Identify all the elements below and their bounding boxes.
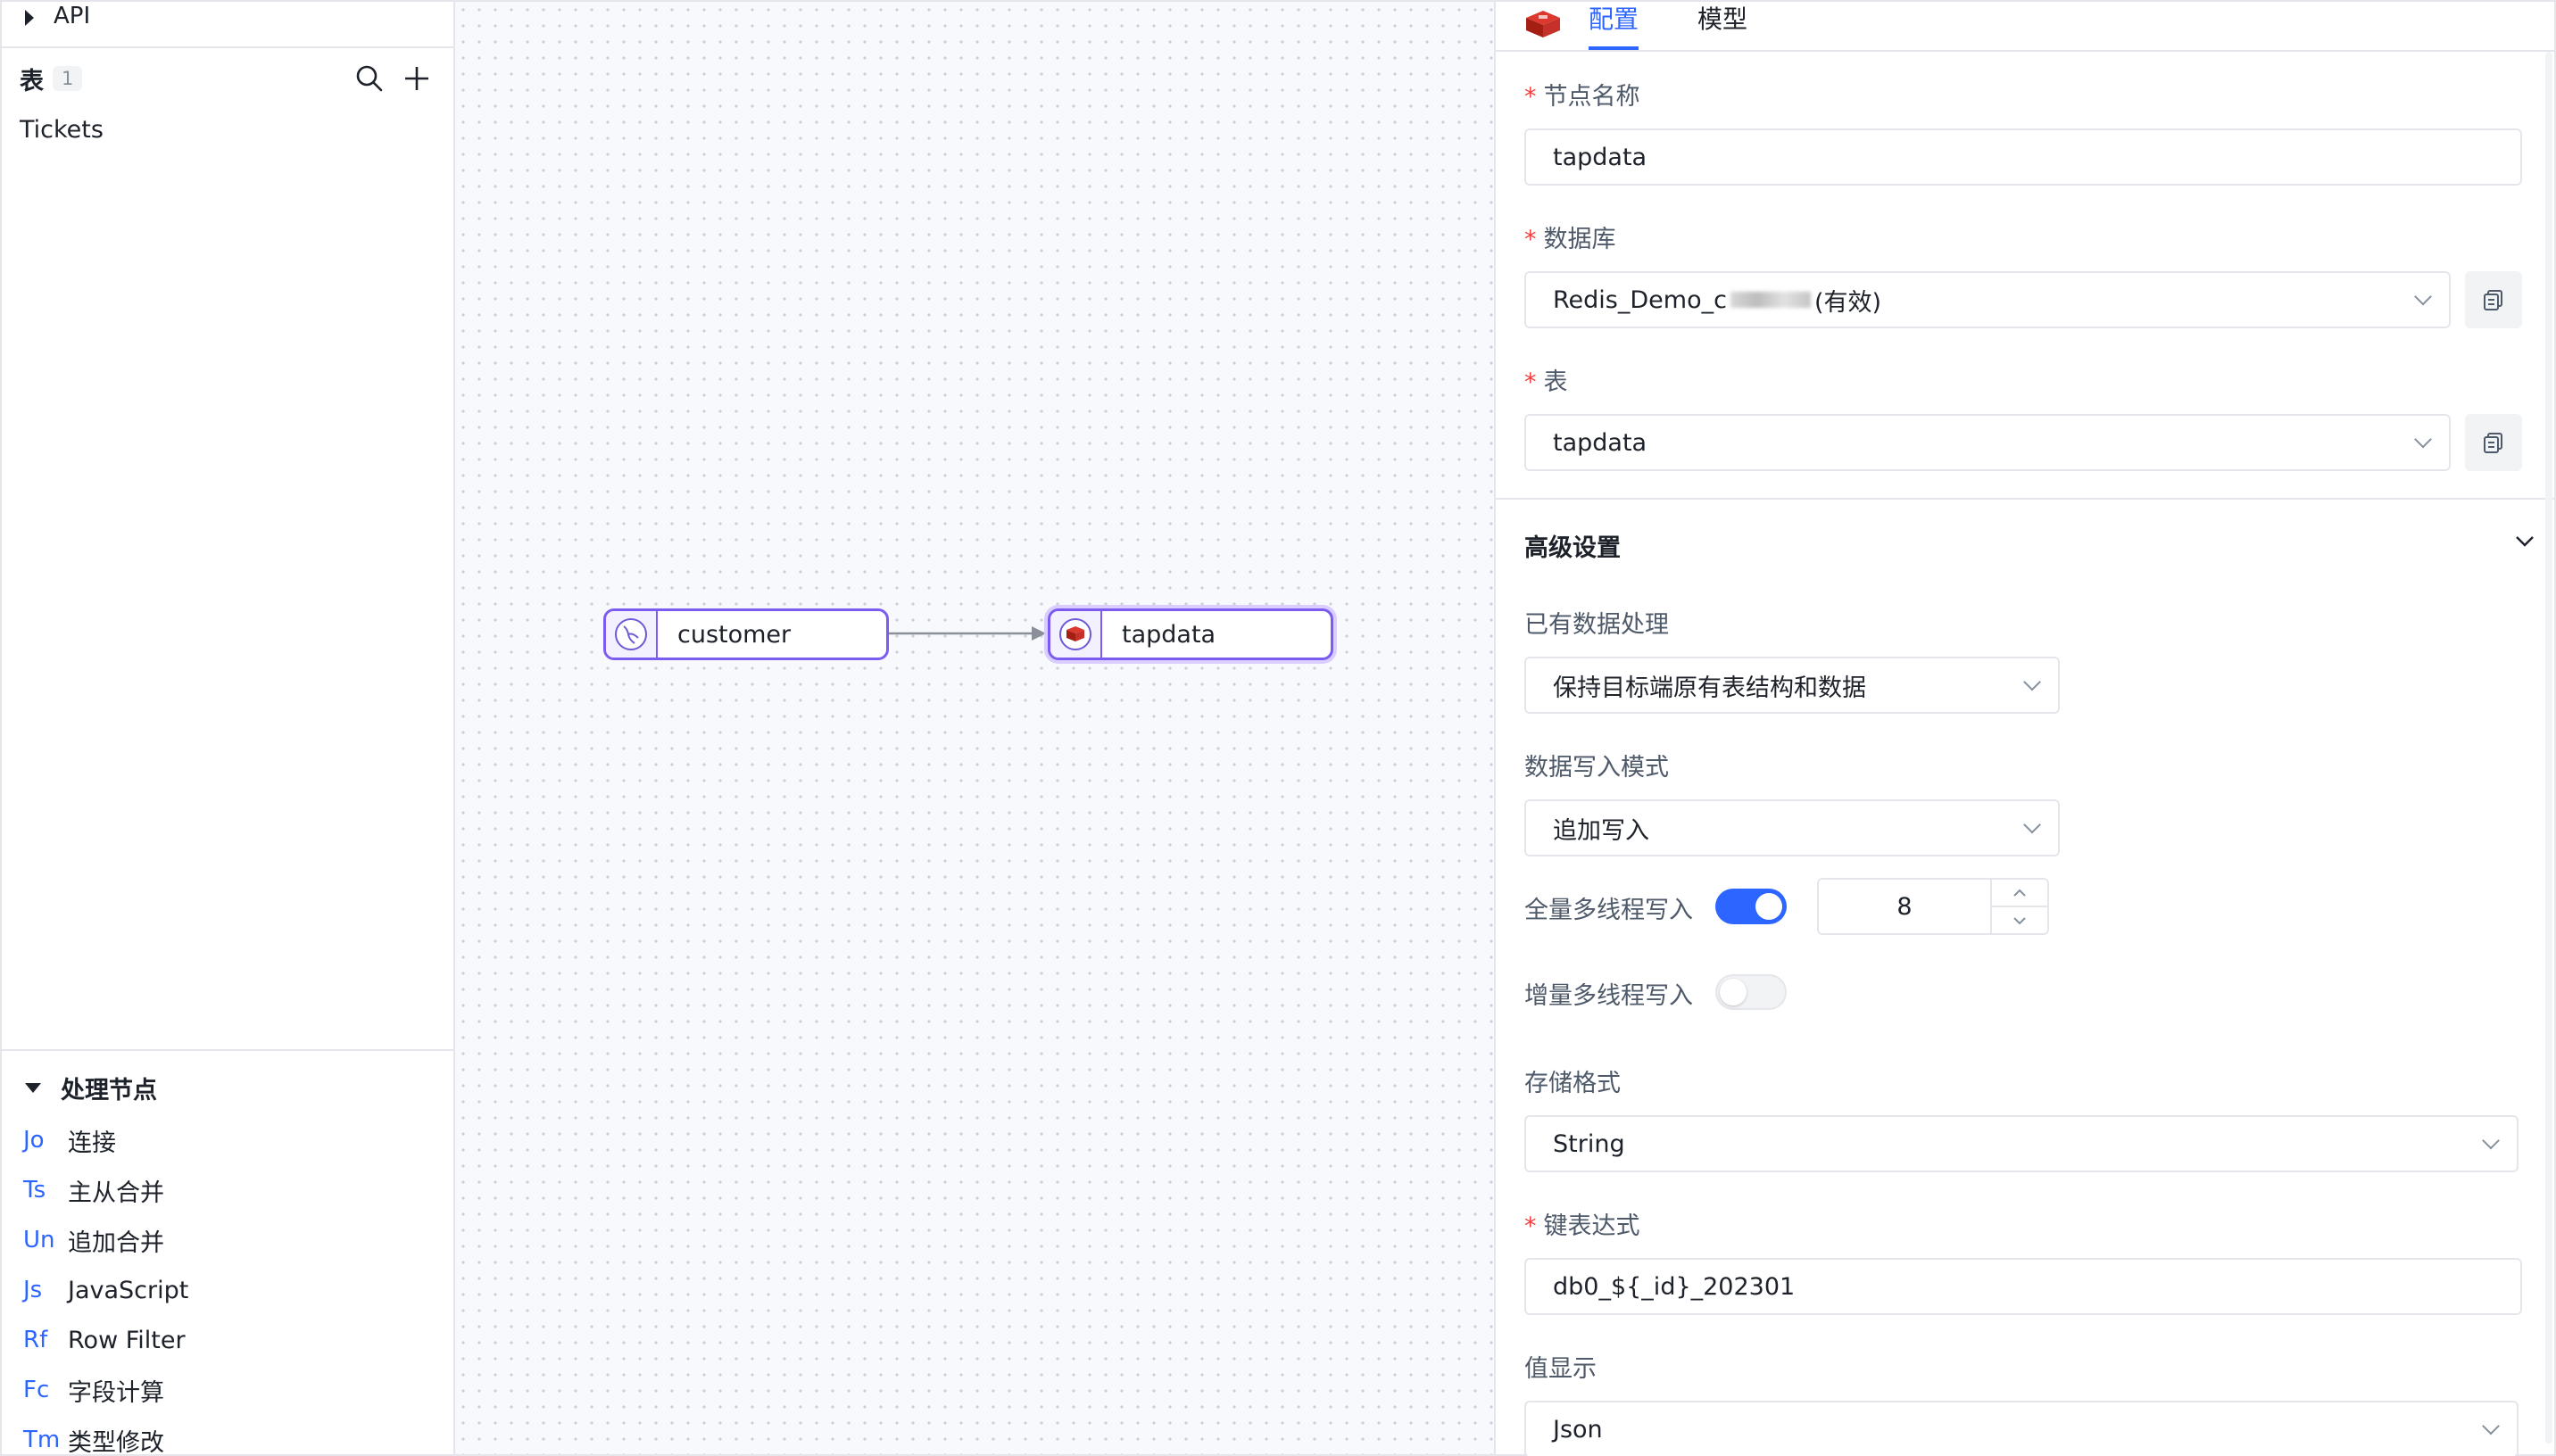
chevron-down-icon (2482, 1131, 2500, 1150)
chevron-down-icon (2414, 287, 2432, 306)
table-section-header: 表 1 (20, 59, 430, 98)
add-icon[interactable] (403, 65, 430, 92)
tab-model[interactable]: 模型 (1697, 4, 1748, 34)
redis-icon (1526, 11, 1560, 37)
thread-count-value: 8 (1896, 892, 1913, 921)
existing-data-label: 已有数据处理 (1524, 611, 1669, 639)
source-node-customer[interactable]: customer (603, 608, 889, 660)
redis-icon (1050, 611, 1102, 658)
processing-node-row-filter[interactable]: Rf Row Filter (2, 1315, 453, 1365)
required-mark: * (1524, 83, 1537, 111)
node-abbr: Fc (23, 1377, 50, 1403)
node-label: 连接 (68, 1129, 116, 1157)
incr-multithread-label: 增量多线程写入 (1524, 982, 1693, 1010)
node-name: customer (677, 620, 792, 649)
chevron-down-icon (2414, 430, 2432, 449)
key-expression-label: *键表达式 (1524, 1212, 1640, 1240)
required-mark: * (1524, 226, 1537, 253)
processing-node-javascript[interactable]: Js JavaScript (2, 1265, 453, 1315)
node-abbr: Tm (23, 1427, 61, 1453)
table-copy-button[interactable] (2465, 414, 2522, 471)
processing-nodes-header[interactable]: 处理节点 (2, 1060, 453, 1115)
full-multithread-toggle[interactable] (1715, 889, 1787, 924)
table-label: *表 (1524, 368, 1568, 396)
processing-node-master-slave-merge[interactable]: Ts 主从合并 (2, 1165, 453, 1215)
caret-right-icon (25, 10, 34, 26)
left-sidebar: API 表 1 Tickets 处理节点 Jo 连接 Ts 主从合并 (2, 2, 455, 1456)
node-name: tapdata (1122, 620, 1216, 649)
key-expression-input[interactable]: db0_${_id}_202301 (1524, 1258, 2522, 1315)
node-abbr: Js (23, 1277, 43, 1303)
processing-nodes-section: 处理节点 Jo 连接 Ts 主从合并 Un 追加合并 Js JavaScript… (2, 1049, 453, 1456)
existing-data-select[interactable]: 保持目标端原有表结构和数据 (1524, 657, 2060, 714)
processing-node-field-calc[interactable]: Fc 字段计算 (2, 1365, 453, 1415)
decrement-button[interactable] (1992, 907, 2047, 933)
chevron-down-icon (2023, 815, 2041, 834)
redacted-text (1730, 292, 1811, 308)
tab-config[interactable]: 配置 (1589, 2, 1639, 50)
node-abbr: Ts (23, 1177, 46, 1204)
database-copy-button[interactable] (2465, 271, 2522, 328)
node-label: 追加合并 (68, 1228, 164, 1257)
storage-format-label: 存储格式 (1524, 1070, 1621, 1097)
processing-nodes-title: 处理节点 (61, 1076, 157, 1104)
edge-connector[interactable] (889, 617, 1046, 653)
config-panel: 配置 模型 *节点名称 tapdata *数据库 Redis_Demo_c(有效… (1494, 2, 2556, 1456)
full-multithread-label: 全量多线程写入 (1524, 897, 1693, 924)
value-display-select[interactable]: Json (1524, 1401, 2519, 1456)
thread-count-stepper[interactable]: 8 (1817, 878, 2049, 935)
node-label: JavaScript (68, 1276, 189, 1304)
toggle-knob (1755, 893, 1782, 920)
toggle-knob (1720, 979, 1747, 1005)
api-label: API (54, 3, 91, 29)
section-divider (1496, 498, 2556, 500)
value-display-label: 值显示 (1524, 1355, 1597, 1383)
chevron-down-icon (2023, 673, 2041, 691)
node-label: Row Filter (68, 1326, 186, 1354)
write-mode-label: 数据写入模式 (1524, 754, 1669, 782)
processing-node-type-modify[interactable]: Tm 类型修改 (2, 1415, 453, 1456)
processing-node-join[interactable]: Jo 连接 (2, 1115, 453, 1165)
node-label: 类型修改 (68, 1428, 164, 1456)
chevron-up-icon (2013, 889, 2026, 897)
node-name-label: *节点名称 (1524, 83, 1640, 111)
caret-down-icon (25, 1082, 41, 1093)
target-node-tapdata[interactable]: tapdata (1048, 608, 1333, 660)
required-mark: * (1524, 368, 1537, 396)
copy-icon (2484, 433, 2502, 453)
stepper-buttons (1990, 880, 2047, 933)
search-icon[interactable] (355, 64, 384, 93)
advanced-settings-title[interactable]: 高级设置 (1524, 534, 1621, 562)
database-select[interactable]: Redis_Demo_c(有效) (1524, 271, 2451, 328)
mysql-dolphin-icon (606, 611, 658, 658)
table-count-badge: 1 (53, 66, 83, 91)
increment-button[interactable] (1992, 880, 2047, 907)
node-label: 主从合并 (68, 1179, 164, 1207)
api-section-header[interactable]: API (2, 2, 453, 48)
node-abbr: Rf (23, 1327, 48, 1353)
table-select[interactable]: tapdata (1524, 414, 2451, 471)
panel-scrollbar[interactable] (2545, 52, 2552, 1444)
storage-format-select[interactable]: String (1524, 1115, 2519, 1172)
incr-multithread-toggle[interactable] (1715, 974, 1787, 1010)
table-section-title: 表 (20, 67, 44, 95)
node-label: 字段计算 (68, 1378, 164, 1407)
node-abbr: Un (23, 1227, 55, 1253)
chevron-down-icon[interactable] (2513, 532, 2536, 550)
panel-tabs: 配置 模型 (1496, 2, 2556, 52)
chevron-down-icon (2482, 1417, 2500, 1435)
node-abbr: Jo (23, 1127, 45, 1154)
chevron-down-icon (2013, 916, 2026, 924)
database-label: *数据库 (1524, 226, 1616, 253)
table-item-tickets[interactable]: Tickets (20, 116, 104, 144)
copy-icon (2484, 290, 2502, 310)
dag-canvas[interactable]: customer tapdata (455, 2, 1494, 1454)
processing-node-union[interactable]: Un 追加合并 (2, 1215, 453, 1265)
node-name-input[interactable]: tapdata (1524, 128, 2522, 186)
required-mark: * (1524, 1212, 1537, 1240)
write-mode-select[interactable]: 追加写入 (1524, 799, 2060, 856)
